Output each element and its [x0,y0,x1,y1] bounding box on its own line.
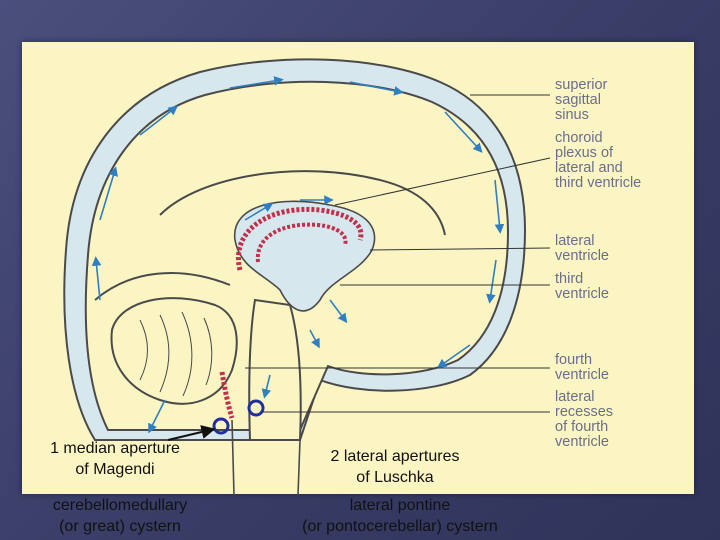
caption-cerebellomedullary-cistern: cerebellomedullary (or great) cystern [52,497,188,535]
label-lateral-recesses: lateral recesses of fourth ventricle [555,389,614,450]
spinal-canal [231,419,301,496]
label-choroid-plexus: choroid plexus of lateral and third vent… [555,130,642,191]
label-lateral-ventricle: lateral ventricle [555,233,609,264]
label-third-ventricle: third ventricle [555,271,609,302]
corpus-callosum [159,170,446,236]
brainstem [248,298,302,441]
caption-median-aperture: 1 median aperture of Magendi [50,440,180,478]
label-fourth-ventricle: fourth ventricle [555,352,609,383]
label-superior-sagittal-sinus: superior sagittal sinus [555,77,608,123]
tentorium [94,272,231,301]
cerebellum-folia [139,311,213,397]
caption-lateral-pontine-cistern: lateral pontine (or pontocerebellar) cys… [302,497,498,535]
csf-flow-arrows [91,76,505,434]
cerebellum [110,297,238,405]
caption-lateral-apertures: 2 lateral apertures of Luschka [330,448,460,486]
choroid-plexus-inner [255,222,348,263]
leader-lines [245,94,551,413]
fourth-ventricle-choroid [219,371,235,419]
lateral-aperture-marker [247,399,265,417]
median-aperture-pointer [167,425,216,441]
choroid-plexus [236,206,364,271]
ventricle-shape [234,200,376,312]
